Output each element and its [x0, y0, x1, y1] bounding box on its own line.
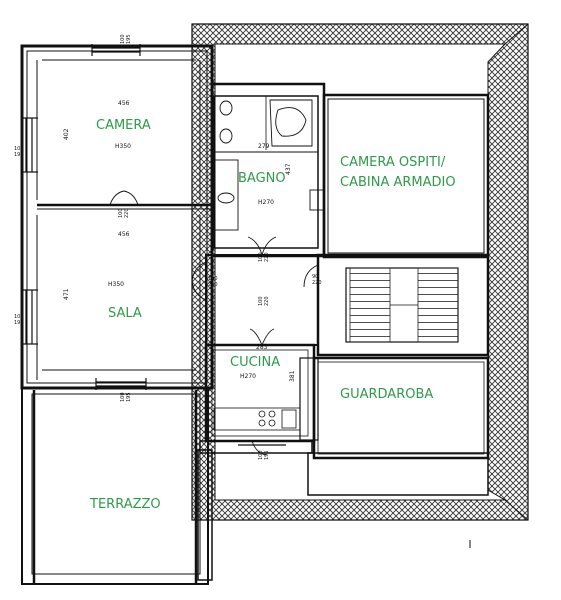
sala-bottom-window-dim-b: 195 [126, 392, 132, 402]
hall-door-top-dim-a: 100 [258, 252, 264, 262]
camera-width: 456 [118, 100, 130, 107]
cucina-depth: 381 [289, 370, 296, 382]
sala-window-dim-b: 195 [14, 320, 24, 326]
hall-door-left-dim-b: 220 [208, 282, 218, 288]
room-label-cucina: CUCINA [230, 355, 280, 370]
bagno-width: 279 [258, 143, 270, 150]
camera-window-dim-b: 195 [14, 152, 24, 158]
cucina-width: 283 [256, 344, 268, 351]
sala-width: 456 [118, 231, 130, 238]
room-label-terrazzo: TERRAZZO [89, 497, 161, 512]
window-symbols [22, 44, 286, 446]
cucina-height: H270 [240, 373, 256, 380]
hall-door-right-dim-b: 220 [312, 280, 322, 286]
top-window-dim-b: 195 [126, 34, 132, 44]
camera-door-dim-a: 100 [118, 208, 124, 218]
camera-window-dim-a: 100 [14, 146, 24, 152]
camera-depth: 402 [63, 128, 70, 140]
sala-bottom-window-dim-a: 100 [120, 392, 126, 402]
outer-walls [20, 44, 490, 390]
room-label-guardaroba: GUARDAROBA [340, 387, 433, 402]
room-label-camera: CAMERA [96, 118, 151, 133]
bagno-height: H270 [258, 199, 274, 206]
room-label-camera-ospiti-line1: CAMERA OSPITI/ [340, 155, 446, 170]
sala-height: H350 [108, 281, 124, 288]
hall-door-top-dim-b: 220 [264, 252, 270, 262]
room-label-sala: SALA [108, 306, 142, 321]
kitchen-window-dim-b: 195 [264, 450, 270, 460]
hall-door-left-dim-a: 100 [208, 276, 218, 282]
camera-height: H350 [115, 143, 131, 150]
sala-depth: 471 [63, 288, 70, 300]
hall-door-bottom-dim-a: 100 [258, 296, 264, 306]
room-label-camera-ospiti-line2: CABINA ARMADIO [340, 175, 456, 190]
bagno-depth: 437 [285, 163, 292, 175]
camera-door-dim-b: 220 [124, 208, 130, 218]
dimension-labels: 456 402 H350 456 471 H350 279 437 H270 2… [14, 34, 322, 460]
terrace-structure [21, 387, 213, 585]
hall-door-bottom-dim-b: 220 [264, 296, 270, 306]
kitchen-window-dim-a: 100 [258, 450, 264, 460]
kitchen-counter [213, 407, 301, 431]
hall-door-right-dim-a: 90 [312, 274, 318, 280]
room-labels: CAMERA BAGNO CAMERA OSPITI/ CABINA ARMAD… [89, 118, 456, 512]
door-symbols [109, 190, 319, 456]
room-label-bagno: BAGNO [238, 171, 286, 186]
bathroom-fixtures [213, 99, 325, 231]
sala-window-dim-a: 100 [14, 314, 24, 320]
top-window-dim-a: 100 [120, 34, 126, 44]
